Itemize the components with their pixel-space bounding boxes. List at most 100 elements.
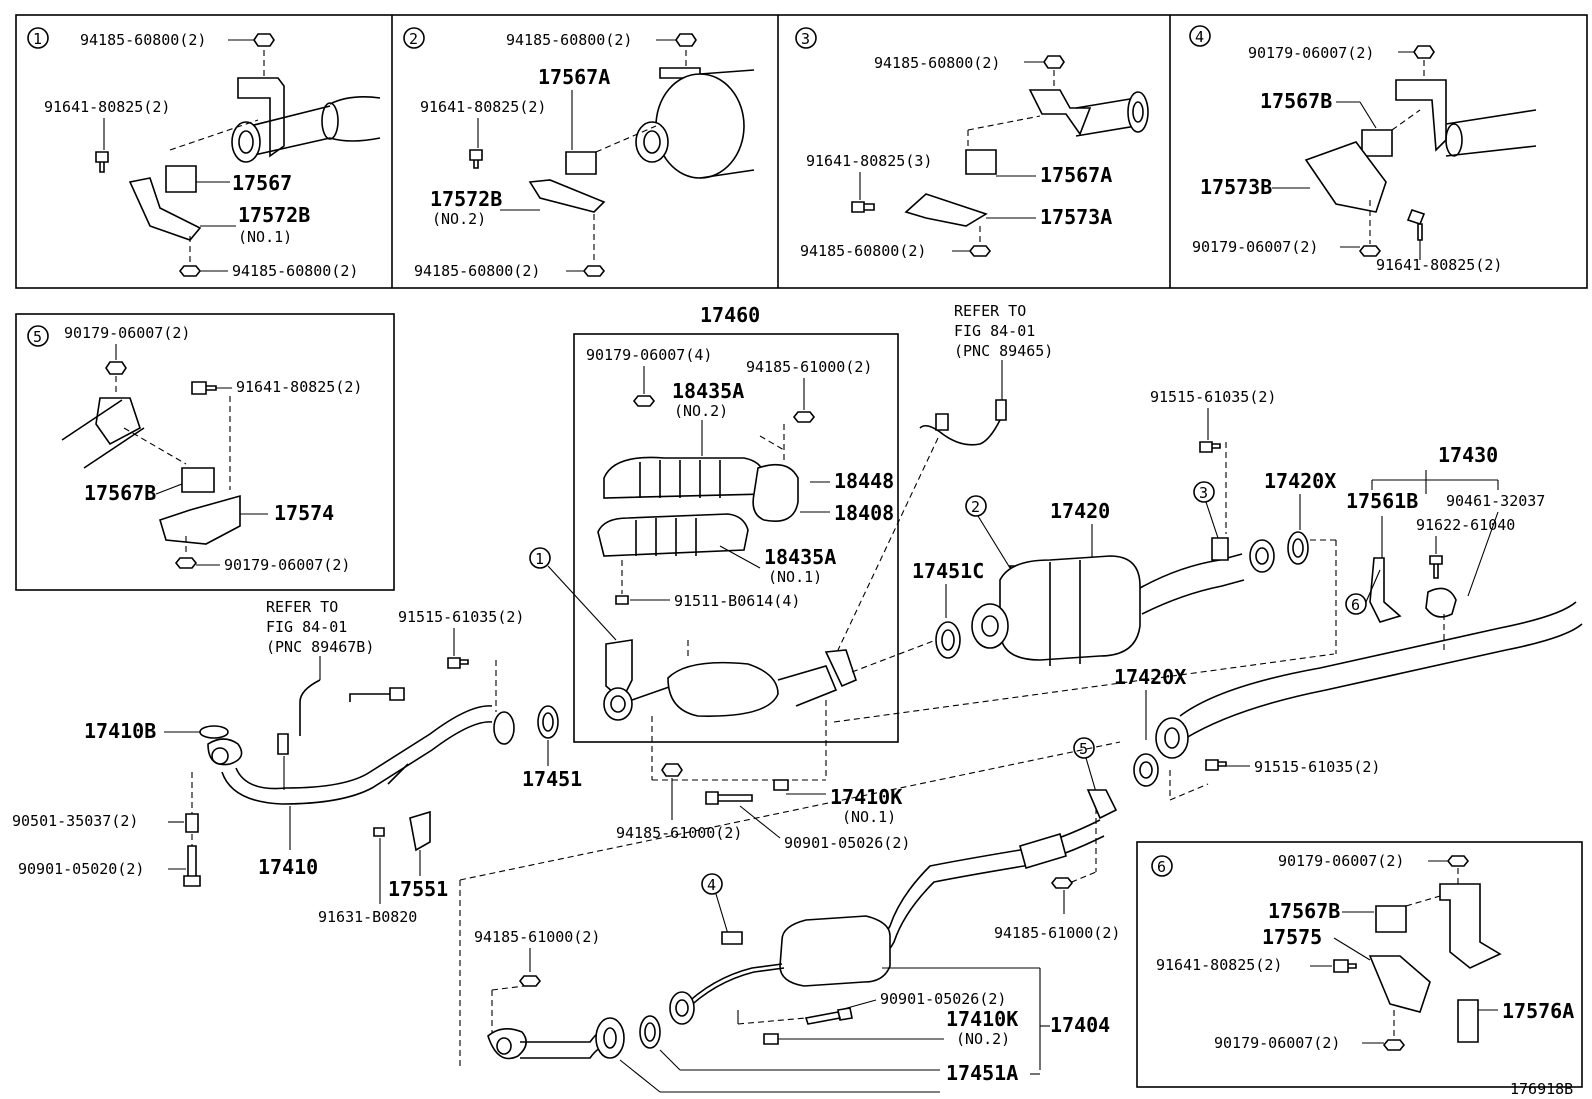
panel-3-number: 3 bbox=[801, 30, 810, 48]
callout-5: 5 bbox=[1079, 740, 1088, 758]
label-17573A: 17573A bbox=[1040, 205, 1112, 229]
label-94185-60800-p1b: 94185-60800(2) bbox=[232, 262, 358, 280]
figure-id: 176918B bbox=[1510, 1080, 1573, 1098]
label-94185-61000-a: 94185-61000(2) bbox=[746, 358, 872, 376]
panel-1: 1 94185-60800(2) 91641-80825(2) 17567 17… bbox=[27, 27, 381, 280]
label-17561B: 17561B bbox=[1346, 489, 1418, 513]
refer1-line2: FIG 84-01 bbox=[954, 322, 1035, 340]
label-17420X-a: 17420X bbox=[1264, 469, 1336, 493]
label-17451A: 17451A bbox=[946, 1061, 1018, 1085]
label-17576A: 17576A bbox=[1502, 999, 1574, 1023]
label-90179-06007-p5b: 90179-06007(2) bbox=[224, 556, 350, 574]
label-18448: 18448 bbox=[834, 469, 894, 493]
label-no2-b: (NO.2) bbox=[956, 1030, 1010, 1048]
label-91641-80825-p4: 91641-80825(2) bbox=[1376, 256, 1502, 274]
label-90461-32037: 90461-32037 bbox=[1446, 492, 1545, 510]
label-90179-06007-p4b: 90179-06007(2) bbox=[1192, 238, 1318, 256]
label-91641-80825-p3: 91641-80825(3) bbox=[806, 152, 932, 170]
panel-1-callout bbox=[27, 27, 49, 49]
label-17420X-b: 17420X bbox=[1114, 665, 1186, 689]
label-18435A-no1: 18435A bbox=[764, 545, 836, 569]
catalytic-converter-frame bbox=[573, 333, 899, 743]
label-17567A-p3: 17567A bbox=[1040, 163, 1112, 187]
refer2-line2: FIG 84-01 bbox=[266, 618, 347, 636]
label-17567B-p6: 17567B bbox=[1268, 899, 1340, 923]
label-91515-61035-a: 91515-61035(2) bbox=[1150, 388, 1276, 406]
label-17404: 17404 bbox=[1050, 1013, 1110, 1037]
callout-4: 4 bbox=[707, 876, 716, 894]
label-91622-61040: 91622-61040 bbox=[1416, 516, 1515, 534]
label-90179-06007-4: 90179-06007(4) bbox=[586, 346, 712, 364]
label-94185-60800-p2b: 94185-60800(2) bbox=[414, 262, 540, 280]
label-17575: 17575 bbox=[1262, 925, 1322, 949]
label-18408: 18408 bbox=[834, 501, 894, 525]
label-17573B: 17573B bbox=[1200, 175, 1272, 199]
panel-2: 2 94185-60800(2) 17567A 91641-80825(2) 1… bbox=[403, 27, 755, 280]
label-17567A-p2: 17567A bbox=[538, 65, 610, 89]
label-90179-06007-p6b: 90179-06007(2) bbox=[1214, 1034, 1340, 1052]
label-91641-80825-p1: 91641-80825(2) bbox=[44, 98, 170, 116]
label-17460: 17460 bbox=[700, 303, 760, 327]
label-91641-80825-p5: 91641-80825(2) bbox=[236, 378, 362, 396]
main-assembly: 17460 90179-06007(4) 94185-61000(2) 1843… bbox=[12, 302, 1583, 1098]
label-94185-60800-p3b: 94185-60800(2) bbox=[800, 242, 926, 260]
label-no1-a: (NO.1) bbox=[768, 568, 822, 586]
refer2-line3: (PNC 89467B) bbox=[266, 638, 374, 656]
label-17572B: 17572B bbox=[238, 203, 310, 227]
top-panels-frame bbox=[15, 14, 1588, 289]
label-90901-05026-a: 90901-05026(2) bbox=[784, 834, 910, 852]
label-94185-60800-p3a: 94185-60800(2) bbox=[874, 54, 1000, 72]
label-90179-06007-p6a: 90179-06007(2) bbox=[1278, 852, 1404, 870]
label-17551: 17551 bbox=[388, 877, 448, 901]
panel-2-number: 2 bbox=[409, 30, 418, 48]
callout-3: 3 bbox=[1199, 484, 1208, 502]
label-91511-B0614: 91511-B0614(4) bbox=[674, 592, 800, 610]
label-17572B-p2: 17572B bbox=[430, 187, 502, 211]
label-91641-80825-p2: 91641-80825(2) bbox=[420, 98, 546, 116]
callout-6: 6 bbox=[1351, 596, 1360, 614]
panel-4: 4 90179-06007(2) 17567B 17573B 90179-060… bbox=[1189, 25, 1537, 274]
panel-4-number: 4 bbox=[1195, 28, 1204, 46]
label-94185-61000-c: 94185-61000(2) bbox=[994, 924, 1120, 942]
panel-6-number: 6 bbox=[1157, 858, 1166, 876]
label-17410K-no1: 17410K bbox=[830, 785, 902, 809]
label-90179-06007-p5a: 90179-06007(2) bbox=[64, 324, 190, 342]
panel-3: 3 94185-60800(2) 17567A 91641-80825(3) 1… bbox=[795, 27, 1149, 260]
label-94185-60800-p1a: 94185-60800(2) bbox=[80, 31, 206, 49]
refer2-line1: REFER TO bbox=[266, 598, 338, 616]
label-91631-B0820: 91631-B0820 bbox=[318, 908, 417, 926]
label-17420: 17420 bbox=[1050, 499, 1110, 523]
label-90501-35037: 90501-35037(2) bbox=[12, 812, 138, 830]
label-91515-61035-b: 91515-61035(2) bbox=[398, 608, 524, 626]
panel-5: 5 90179-06007(2) 91641-80825(2) 17567B 1… bbox=[15, 313, 395, 591]
label-17567B-p5: 17567B bbox=[84, 481, 156, 505]
label-no1-p1: (NO.1) bbox=[238, 228, 292, 246]
label-17567: 17567 bbox=[232, 171, 292, 195]
label-91641-80825-p6: 91641-80825(2) bbox=[1156, 956, 1282, 974]
label-no1-b: (NO.1) bbox=[842, 808, 896, 826]
panel-6-frame bbox=[1136, 841, 1583, 1088]
label-91515-61035-c: 91515-61035(2) bbox=[1254, 758, 1380, 776]
label-94185-61000-d: 94185-61000(2) bbox=[474, 928, 600, 946]
label-17567B-p4: 17567B bbox=[1260, 89, 1332, 113]
label-17410K-no2: 17410K bbox=[946, 1007, 1018, 1031]
label-17574: 17574 bbox=[274, 501, 334, 525]
label-17430: 17430 bbox=[1438, 443, 1498, 467]
label-17451: 17451 bbox=[522, 767, 582, 791]
label-18435A-no2: 18435A bbox=[672, 379, 744, 403]
label-94185-61000-b: 94185-61000(2) bbox=[616, 824, 742, 842]
panel-5-frame bbox=[15, 313, 395, 591]
label-17451C: 17451C bbox=[912, 559, 984, 583]
label-90901-05026-b: 90901-05026(2) bbox=[880, 990, 1006, 1008]
label-94185-60800-p2a: 94185-60800(2) bbox=[506, 31, 632, 49]
label-17410: 17410 bbox=[258, 855, 318, 879]
refer1-line3: (PNC 89465) bbox=[954, 342, 1053, 360]
label-no2-a: (NO.2) bbox=[674, 402, 728, 420]
label-90901-05020: 90901-05020(2) bbox=[18, 860, 144, 878]
label-17410B: 17410B bbox=[84, 719, 156, 743]
label-90179-06007-p4a: 90179-06007(2) bbox=[1248, 44, 1374, 62]
panel-6: 6 90179-06007(2) 17567B 17575 91641-8082… bbox=[1136, 841, 1583, 1088]
callout-1: 1 bbox=[535, 550, 544, 568]
callout-2: 2 bbox=[971, 498, 980, 516]
